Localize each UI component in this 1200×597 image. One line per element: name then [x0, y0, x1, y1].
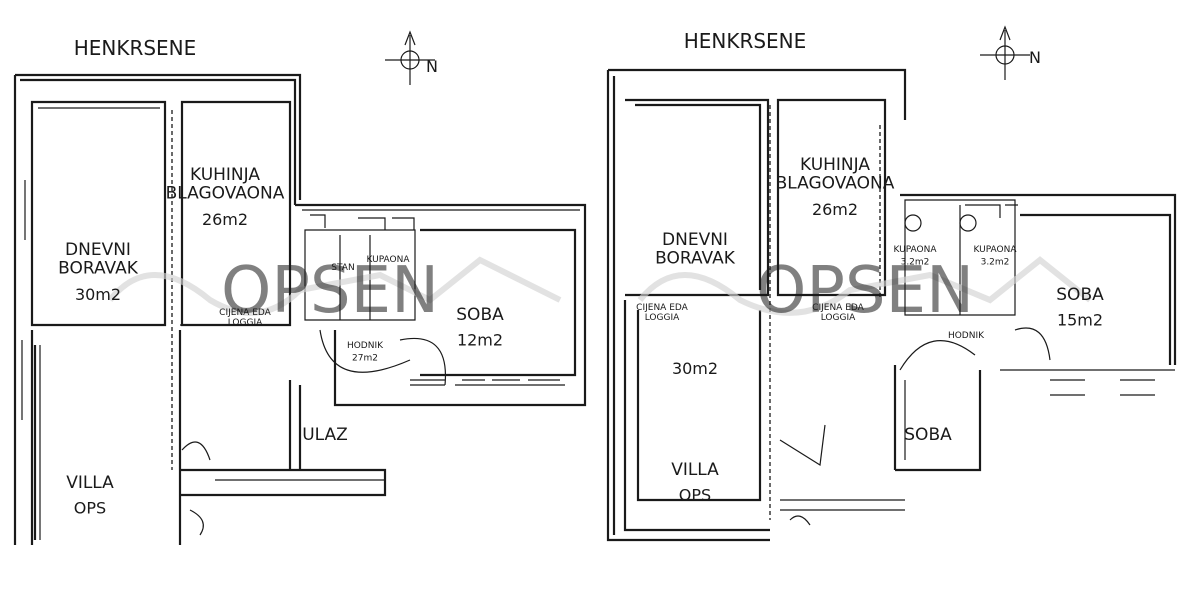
room-label: ULAZ [302, 425, 348, 445]
watermark-text-left: OPSEN [221, 254, 439, 328]
room-label: HODNIK [948, 331, 985, 341]
compass-label: N [426, 57, 438, 76]
left-floor-plan [13, 30, 587, 545]
room-label: KUPAONA [366, 255, 410, 265]
room-area: 30m2 [672, 359, 718, 378]
room-area: 12m2 [457, 331, 503, 350]
room-label: SOBA [1056, 285, 1104, 305]
room-area: 3.2m2 [901, 257, 930, 267]
room-label: HODNIK [347, 341, 384, 351]
compass-icon [385, 30, 435, 85]
room-label: VILLA [66, 473, 114, 493]
room-area: 26m2 [202, 210, 248, 229]
watermark: OPSEN OPSEN [107, 254, 1092, 328]
room-label: SOBA [904, 425, 952, 445]
room-area: 26m2 [812, 200, 858, 219]
room-area: OPS [74, 499, 106, 518]
watermark-text-right: OPSEN [756, 254, 974, 328]
room-label: SOBA [456, 305, 504, 325]
compass-icon [980, 25, 1030, 80]
room-label: KUPAONA [973, 245, 1017, 255]
room-area: 30m2 [75, 285, 121, 304]
plan-heading: HENKRSENE [74, 36, 197, 60]
room-area: 27m2 [352, 353, 378, 363]
right-floor-plan [606, 25, 1177, 542]
room-area: 3.2m2 [981, 257, 1010, 267]
compass-label: N [1029, 48, 1041, 67]
room-label: VILLA [671, 460, 719, 480]
room-area: OPS [679, 486, 711, 505]
room-label: KUPAONA [893, 245, 937, 255]
room-area: 15m2 [1057, 311, 1103, 330]
room-label: STAN [331, 263, 354, 273]
plan-heading: HENKRSENE [684, 29, 807, 53]
